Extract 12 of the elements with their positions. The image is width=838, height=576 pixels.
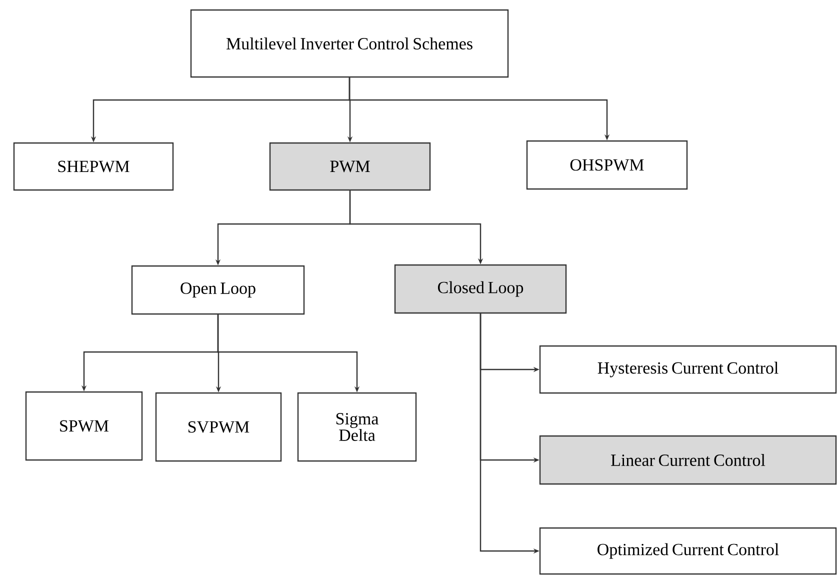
box: Hysteresis Current Control <box>539 345 837 394</box>
box: Sigma Delta <box>297 392 417 462</box>
box: SPWM <box>25 391 143 461</box>
shaded-box: PWM <box>269 142 431 191</box>
box: Optimized Current Control <box>539 527 837 575</box>
shaded-box: Closed Loop <box>394 264 567 314</box>
shaded-box: Linear Current Control <box>539 435 837 485</box>
box: SHEPWM <box>13 142 174 191</box>
box: Multilevel Inverter Control Schemes <box>190 9 509 78</box>
box: Open Loop <box>131 265 305 315</box>
box: OHSPWM <box>526 140 688 190</box>
box: SVPWM <box>155 392 282 462</box>
